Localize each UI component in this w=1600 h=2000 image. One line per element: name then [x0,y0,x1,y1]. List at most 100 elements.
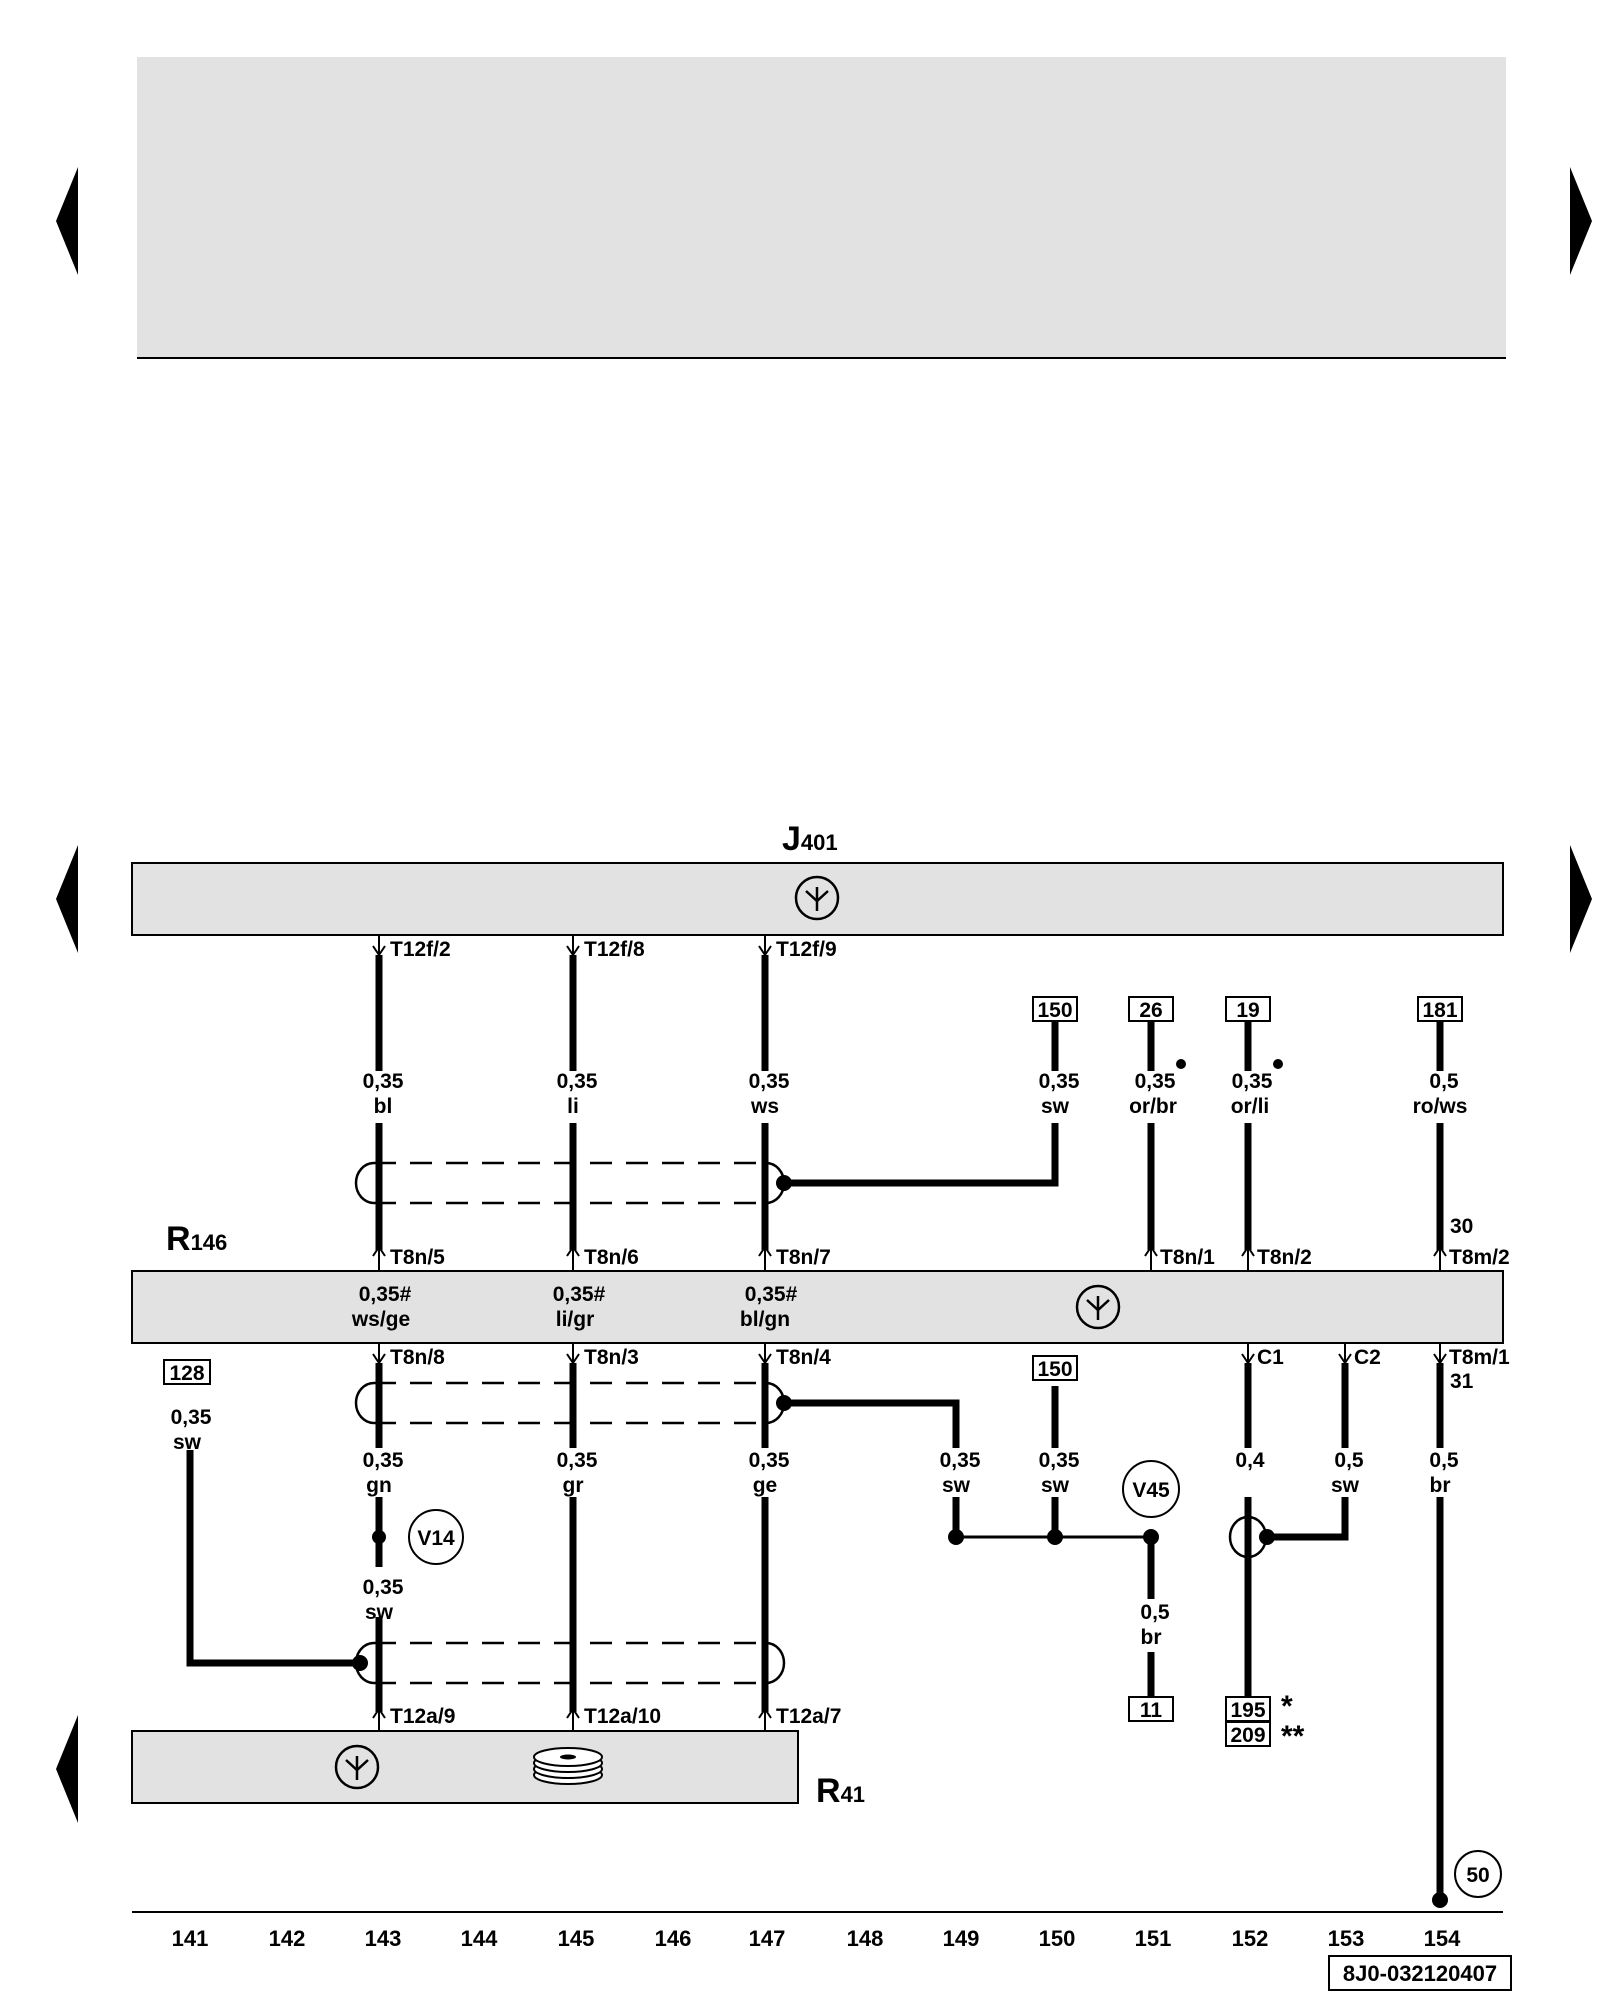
svg-text:26: 26 [1139,999,1162,1022]
r41-label: R41 [816,1772,865,1810]
r41-box [131,1730,799,1804]
wire-label-145-bottom: 0,35 gr [557,1449,598,1497]
ref-209[interactable]: 209 [1225,1721,1271,1747]
svg-text:or/br: or/br [1129,1095,1177,1118]
wire-label-150-bottom: 0,35 sw [1039,1449,1080,1497]
svg-text:195: 195 [1230,1699,1265,1722]
svg-text:0,35: 0,35 [940,1449,981,1472]
wire-label-151-top: 0,35 or/br [1129,1070,1177,1118]
svg-text:0,5: 0,5 [1429,1449,1459,1472]
track-number: 151 [1135,1926,1172,1951]
track-number: 141 [172,1926,209,1951]
footnote-star-double: ** [1281,1720,1305,1753]
pin-t8m-1: T8m/1 [1449,1346,1510,1369]
svg-text:sw: sw [1041,1474,1070,1497]
track-number: 149 [943,1926,980,1951]
prev-section-arrow-icon[interactable] [56,845,78,953]
junction-dots [352,1395,1448,1908]
c-shield-loop [1228,1515,1249,1559]
wire-label-152-top: 0,35 or/li [1231,1070,1273,1118]
ref-181[interactable]: 181 [1417,996,1463,1022]
svg-text:0,35: 0,35 [363,1576,404,1599]
pin-t12a-9: T12a/9 [390,1705,455,1728]
wire-label-153: 0,5 sw [1331,1449,1364,1497]
svg-text:bl/gn: bl/gn [740,1308,790,1331]
svg-text:or/li: or/li [1231,1095,1270,1118]
track-number: 144 [461,1926,498,1951]
svg-text:11: 11 [1140,1699,1163,1722]
svg-text:sw: sw [1331,1474,1360,1497]
svg-text:ws: ws [750,1095,779,1118]
prev-page-arrow-icon[interactable] [56,167,78,275]
track-number: 153 [1328,1926,1365,1951]
pin-t12a-10: T12a/10 [584,1705,661,1728]
svg-text:209: 209 [1230,1724,1265,1747]
pin-t8n-6: T8n/6 [584,1246,639,1269]
upper-wires [375,955,1444,1250]
pin-t12f-2: T12f/2 [390,938,451,961]
svg-text:0,35#: 0,35# [745,1283,798,1306]
svg-text:bl: bl [374,1095,393,1118]
wire-label-147-bottom: 0,35 ge [749,1449,790,1497]
pin-t8n-1: T8n/1 [1160,1246,1215,1269]
svg-text:0,35#: 0,35# [553,1283,606,1306]
track-number: 147 [749,1926,786,1951]
ref-19[interactable]: 19 [1225,996,1271,1022]
r146-internal-label-143: 0,35# ws/ge [351,1283,412,1331]
pin-t12f-8: T12f/8 [584,938,645,961]
svg-text:0,35: 0,35 [363,1070,404,1093]
next-section-arrow-icon[interactable] [1570,845,1592,953]
svg-text:li/gr: li/gr [556,1308,595,1331]
wire-label-147-top: 0,35 ws [749,1070,790,1118]
lower-pin-stubs [378,1343,1441,1731]
j401-label: J401 [782,820,838,858]
svg-text:br: br [1141,1626,1162,1649]
lower-wires [186,1363,1444,1900]
r146-box [131,1270,1504,1344]
j401-ground-symbol-icon [794,875,840,921]
pin-c1: C1 [1257,1346,1284,1369]
ref-26[interactable]: 26 [1128,996,1174,1022]
track-number: 145 [558,1926,595,1951]
header-panel [137,57,1506,358]
r146-internal-label-145: 0,35# li/gr [553,1283,606,1331]
document-id-box: 8J0-032120407 [1328,1955,1512,1991]
svg-text:li: li [567,1095,579,1118]
ref-195[interactable]: 195 [1225,1696,1271,1722]
wire-label-145-top: 0,35 li [557,1070,598,1118]
track-number: 143 [365,1926,402,1951]
track-number: 150 [1039,1926,1076,1951]
ref-11[interactable]: 11 [1128,1696,1174,1722]
dot-marker [1273,1059,1283,1069]
ref-150-bottom[interactable]: 150 [1032,1355,1078,1381]
pin-t8n-2: T8n/2 [1257,1246,1312,1269]
svg-text:0,5: 0,5 [1429,1070,1459,1093]
svg-text:0,35: 0,35 [749,1449,790,1472]
dot-marker [1176,1059,1186,1069]
r146-ground-symbol-icon [1075,1284,1121,1330]
pin-t8n-3: T8n/3 [584,1346,639,1369]
r146-internal-label-147: 0,35# bl/gn [740,1283,798,1331]
svg-text:V14: V14 [417,1527,455,1550]
wire-label-143-lowest: 0,35 sw [356,1573,404,1624]
prev-part-arrow-icon[interactable] [56,1715,78,1823]
pin-t12f-9: T12f/9 [776,938,837,961]
svg-text:sw: sw [942,1474,971,1497]
next-page-arrow-icon[interactable] [1570,167,1592,275]
svg-text:br: br [1430,1474,1451,1497]
pin-t8n-8: T8n/8 [390,1346,445,1369]
svg-text:0,5: 0,5 [1140,1601,1170,1624]
wire-label-154-bottom: 0,5 br [1429,1449,1459,1497]
pin-t8n-4: T8n/4 [776,1346,831,1369]
terminal-30: 30 [1450,1215,1473,1238]
ref-150-top[interactable]: 150 [1032,996,1078,1022]
track-number: 154 [1424,1926,1461,1951]
pin-t12a-7: T12a/7 [776,1705,841,1728]
wire-label-141: 0,35 sw [171,1406,212,1454]
wire-label-143-top: 0,35 bl [363,1070,404,1118]
r41-ground-symbol-icon [334,1744,380,1790]
pin-t8m-2: T8m/2 [1449,1246,1510,1269]
lower-shield-top [354,1381,786,1425]
ref-128[interactable]: 128 [163,1359,211,1385]
